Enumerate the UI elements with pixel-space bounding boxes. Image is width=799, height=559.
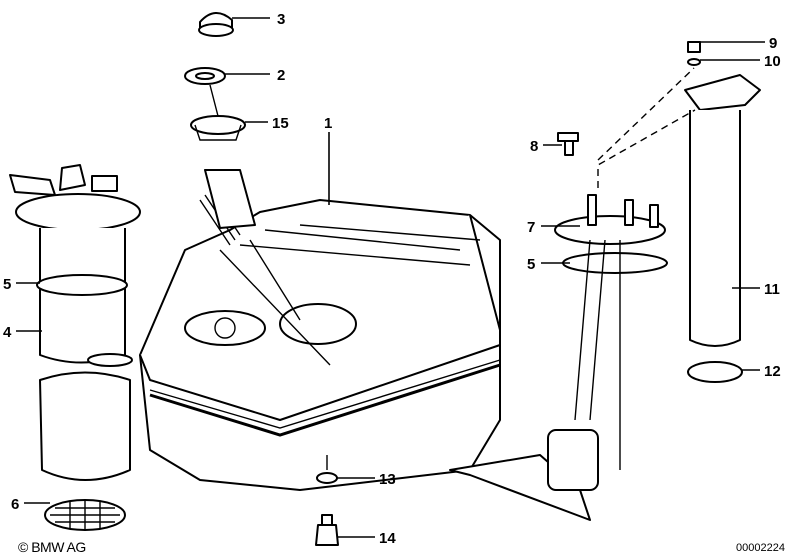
callout-leaders: [16, 17, 765, 538]
callout-7: 7: [527, 219, 535, 236]
filler-strainer: [190, 115, 246, 141]
callout-2: 2: [277, 67, 285, 84]
fuel-level-sender: [449, 132, 668, 521]
callout-12: 12: [764, 363, 781, 380]
callout-15: 15: [272, 115, 289, 132]
fuel-pump-assembly: [9, 164, 141, 531]
callout-4: 4: [3, 324, 12, 341]
level-sensor: [684, 41, 761, 383]
copyright-label: © BMW AG: [18, 539, 86, 555]
diagram-id: 00002224: [736, 542, 785, 554]
fuel-tank: [139, 169, 501, 491]
callout-3: 3: [277, 11, 285, 28]
callout-9: 9: [769, 35, 777, 52]
callout-14: 14: [379, 530, 396, 547]
callout-10: 10: [764, 53, 781, 70]
callout-11: 11: [764, 281, 780, 298]
filler-cap: [198, 12, 234, 37]
callout-5-right: 5: [527, 256, 535, 273]
gasket-ring: [184, 67, 226, 85]
callout-8: 8: [530, 138, 538, 155]
callout-1: 1: [324, 115, 332, 132]
callout-6: 6: [11, 496, 19, 513]
callout-5-left: 5: [3, 276, 11, 293]
callout-13: 13: [379, 471, 396, 488]
